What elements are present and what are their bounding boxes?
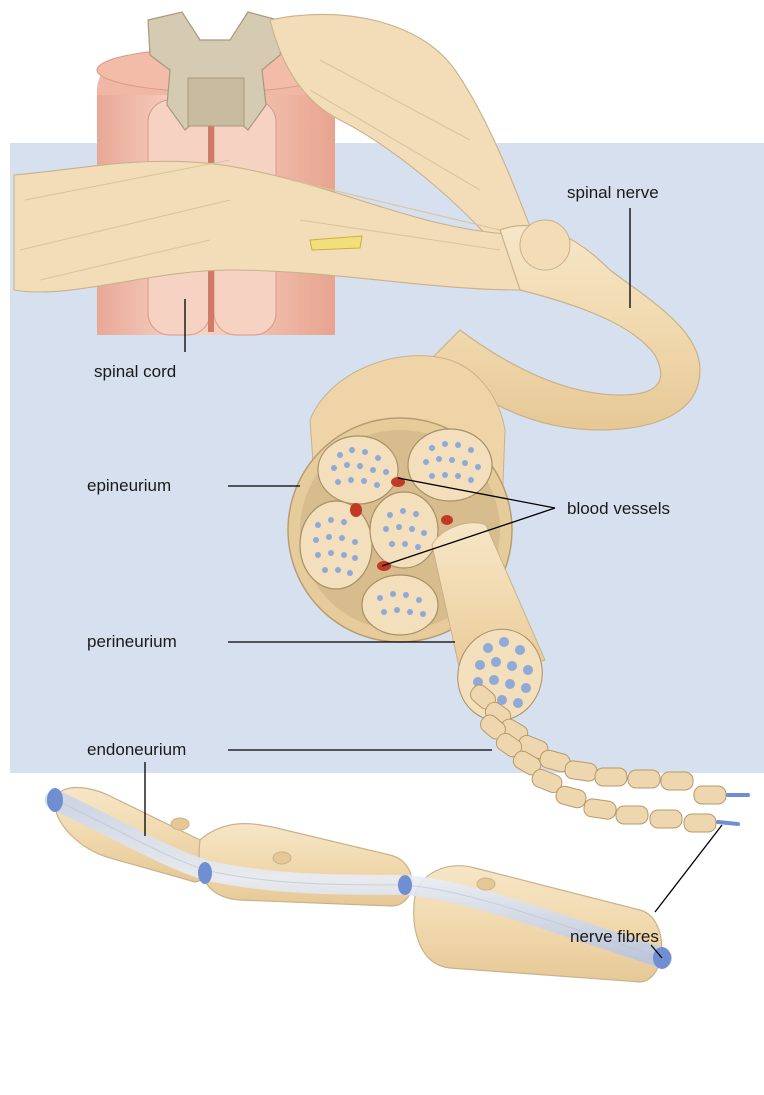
schwann-nucleus-2	[273, 852, 291, 864]
dorsal-root-ganglion	[520, 220, 570, 270]
label-epineurium: epineurium	[87, 476, 171, 495]
enlarged-nerve-fibre	[47, 788, 671, 983]
node-of-ranvier-2	[398, 875, 412, 895]
node-of-ranvier-1	[198, 862, 212, 884]
label-perineurium: perineurium	[87, 632, 177, 651]
label-nerve-fibres: nerve fibres	[570, 927, 659, 946]
label-endoneurium: endoneurium	[87, 740, 186, 759]
label-spinal-cord: spinal cord	[94, 362, 176, 381]
schwann-nucleus-3	[477, 878, 495, 890]
axon-end-left	[47, 788, 63, 812]
schwann-nucleus-1	[171, 818, 189, 830]
label-spinal-nerve: spinal nerve	[567, 183, 659, 202]
label-blood-vessels: blood vessels	[567, 499, 670, 518]
